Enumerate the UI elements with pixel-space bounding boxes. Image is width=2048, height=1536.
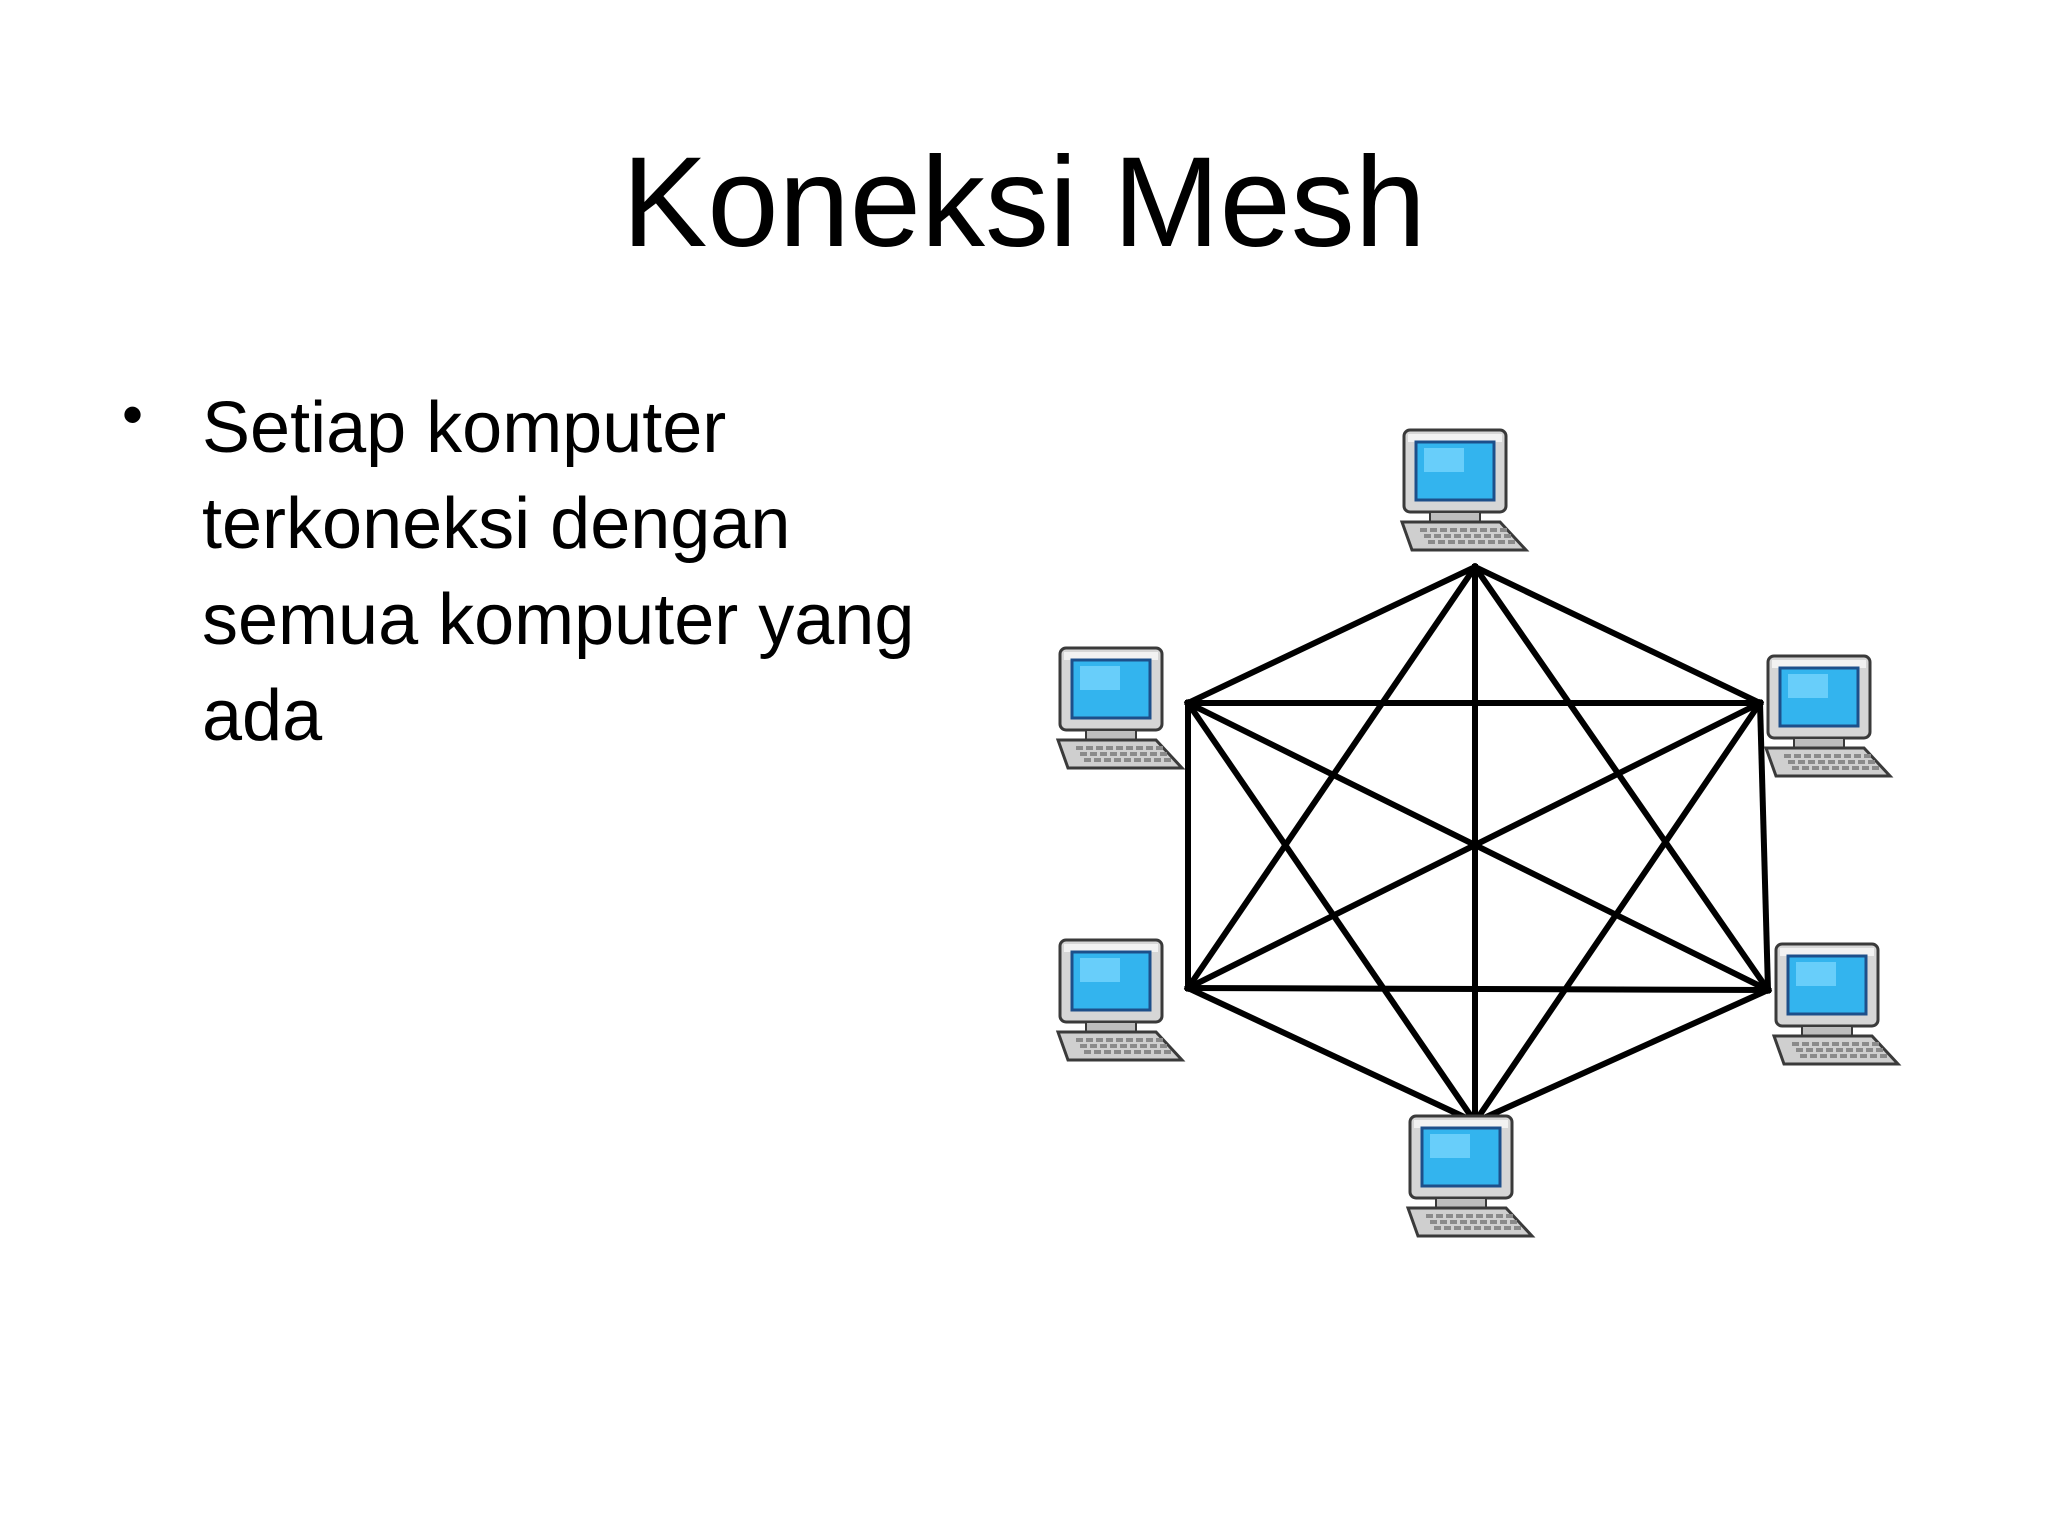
link-computer-top-computer-lower-left (1183, 562, 1480, 993)
link-computer-top-computer-upper-left (1184, 563, 1479, 707)
desktop-computer-icon (1055, 938, 1186, 1062)
link-computer-lower-right-computer-upper-left (1183, 698, 1773, 995)
bullet-text: Setiap komputer terkoneksi dengan semua … (202, 388, 915, 756)
mesh-nodes (1055, 428, 1902, 1238)
link-computer-lower-right-computer-lower-left (1184, 984, 1772, 994)
bullet-dot-icon: • (122, 381, 144, 448)
desktop-computer-icon (1055, 646, 1186, 770)
desktop-computer-icon (1771, 942, 1902, 1066)
bullet-item: • Setiap komputer terkoneksi dengan semu… (120, 380, 940, 764)
desktop-computer-icon (1399, 428, 1530, 552)
link-computer-top-computer-lower-right (1470, 562, 1773, 995)
link-computer-upper-right-computer-lower-right (1756, 699, 1772, 994)
link-computer-bottom-computer-upper-left (1183, 698, 1480, 1127)
bullet-list: • Setiap komputer terkoneksi dengan semu… (120, 380, 940, 764)
desktop-computer-icon (1763, 654, 1894, 778)
link-computer-bottom-computer-lower-left (1184, 984, 1479, 1126)
mesh-diagram (1040, 400, 1920, 1280)
desktop-computer-icon (1405, 1114, 1536, 1238)
link-computer-top-computer-upper-right (1471, 563, 1764, 707)
slide-title: Koneksi Mesh (622, 131, 1426, 274)
link-computer-lower-right-computer-bottom (1471, 986, 1772, 1126)
mesh-diagram-svg (1055, 428, 1902, 1238)
mesh-links (1183, 562, 1773, 1127)
